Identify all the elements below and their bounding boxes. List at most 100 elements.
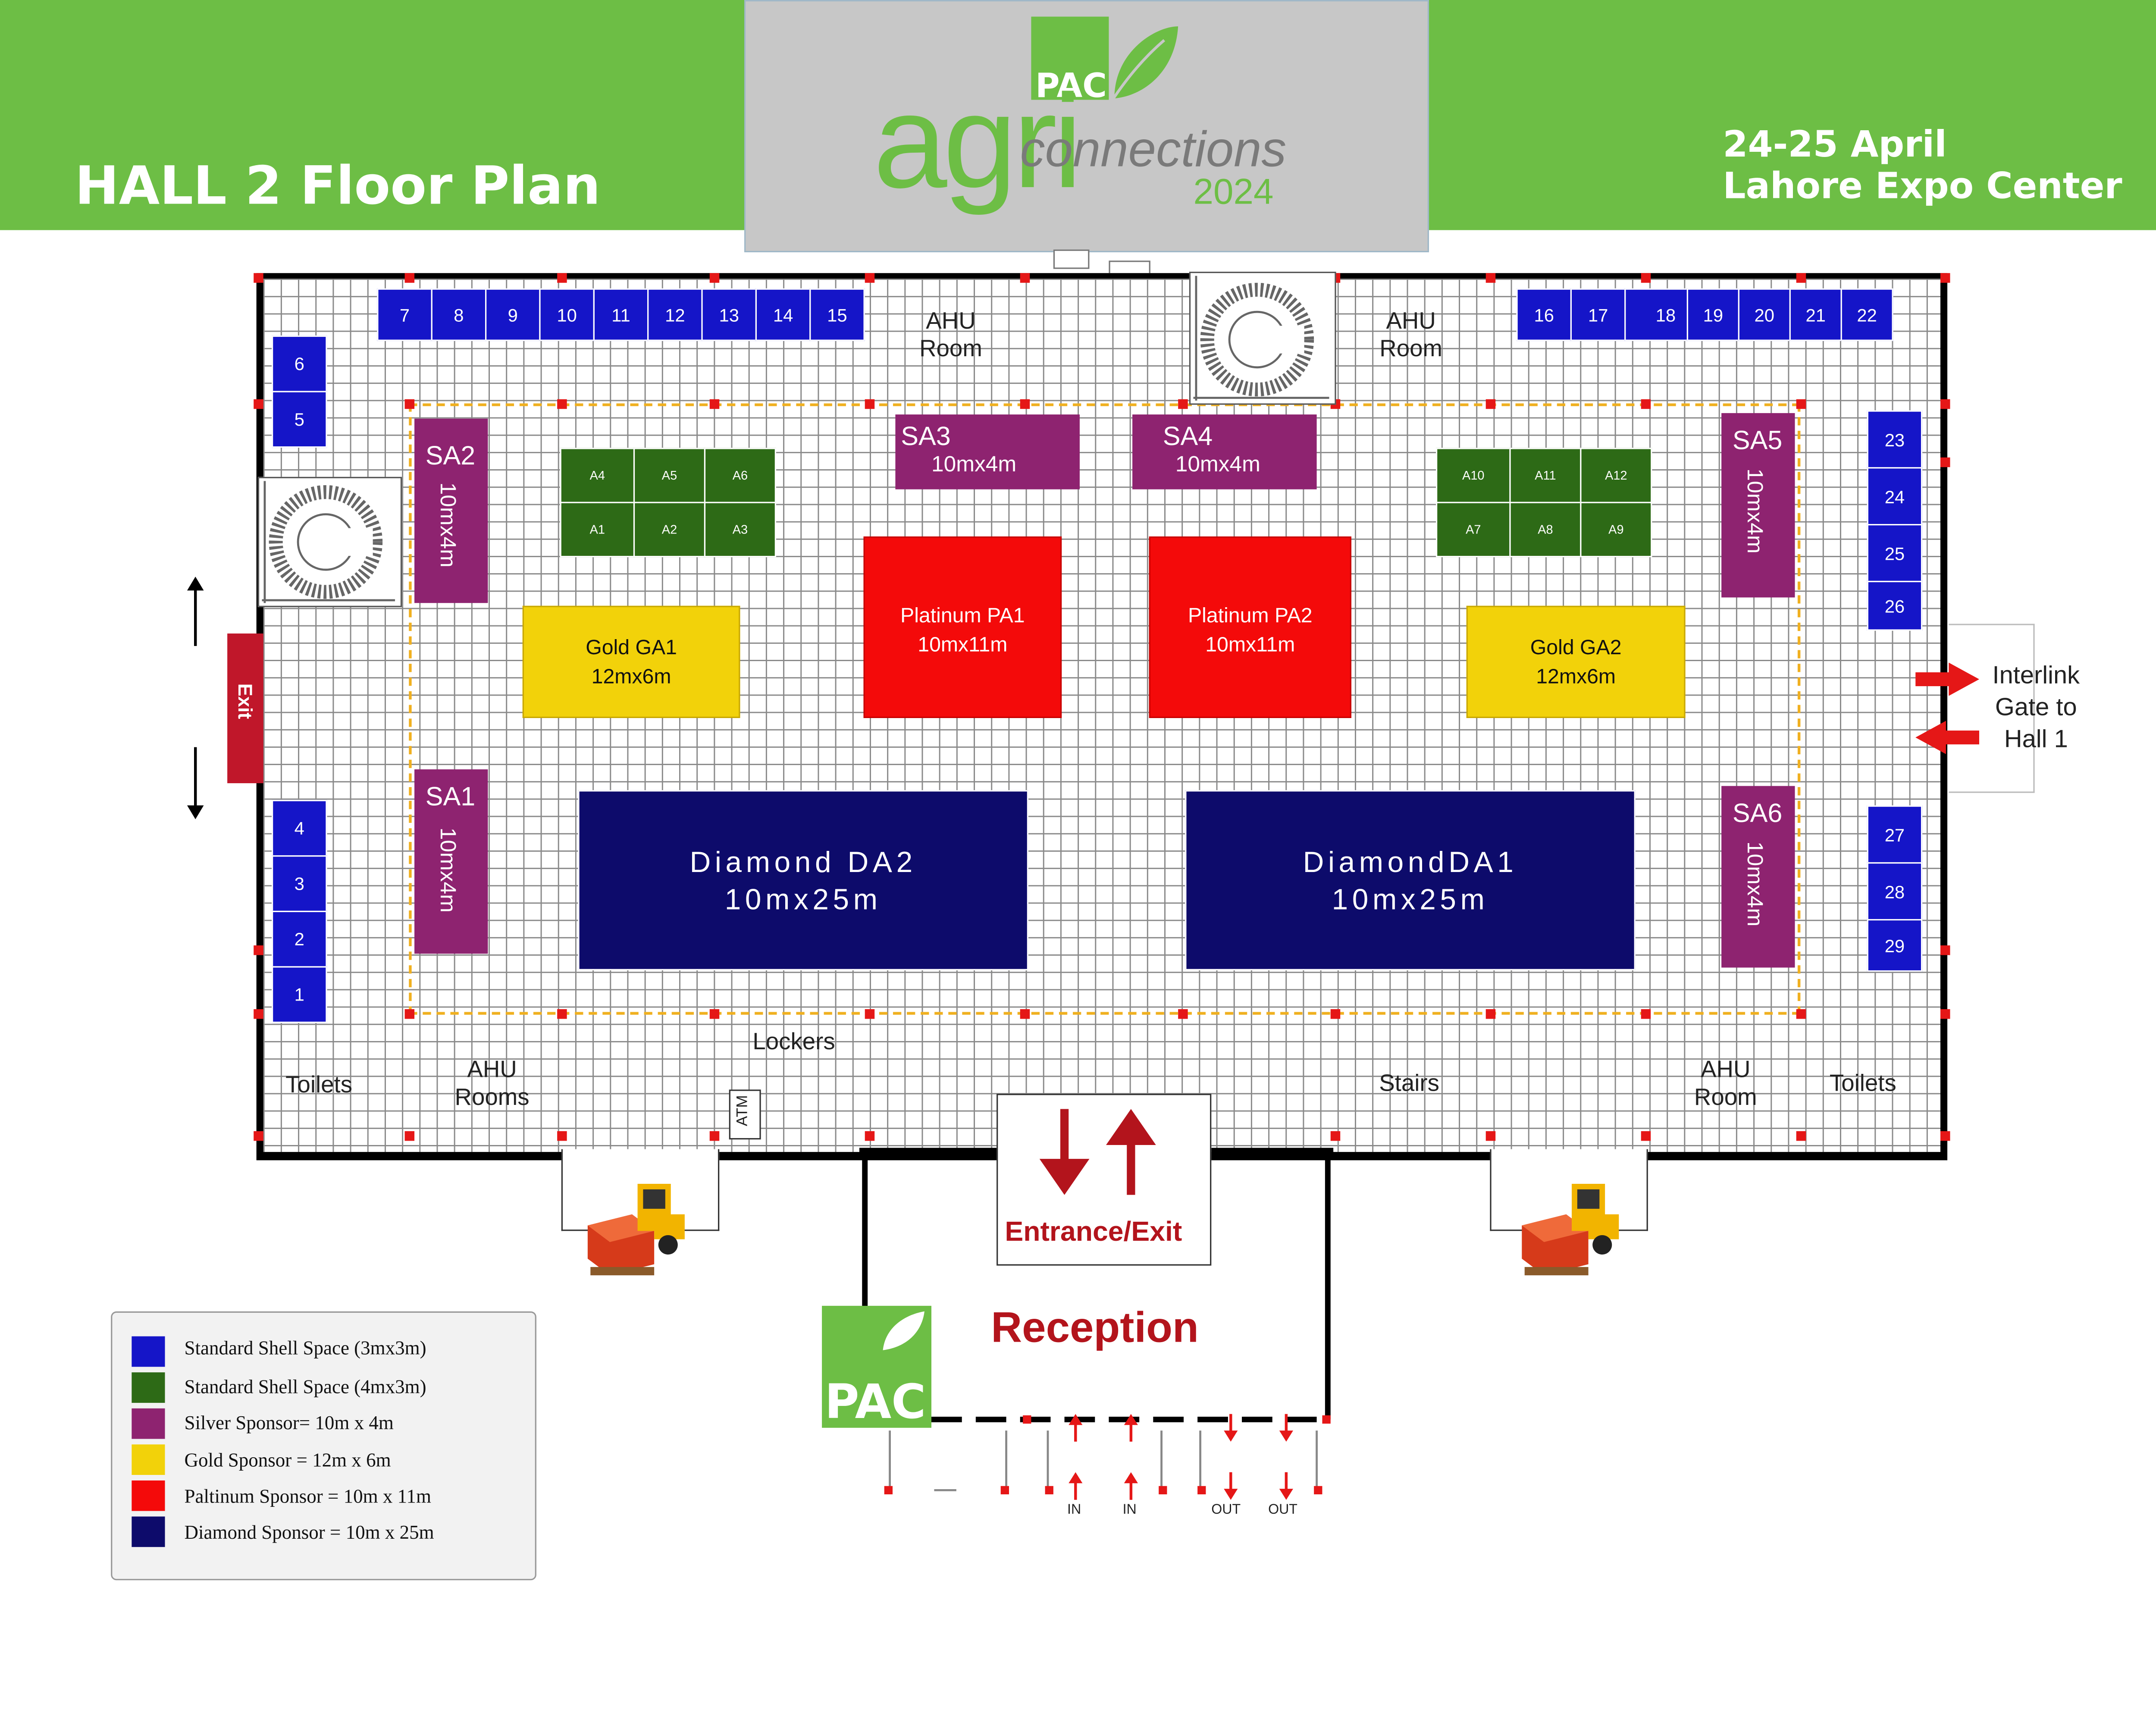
booth-10[interactable]: 10 (539, 288, 595, 341)
column-marker (1940, 273, 1950, 283)
interlink-gate[interactable] (1949, 624, 2035, 793)
page-title: HALL 2 Floor Plan (75, 155, 601, 216)
booth-16[interactable]: 16 (1516, 288, 1572, 341)
booth-name: Gold GA2 (1530, 635, 1622, 659)
column-marker (865, 273, 875, 283)
booth-14[interactable]: 14 (755, 288, 811, 341)
column-marker (1485, 1131, 1496, 1141)
lockers-label: Lockers (752, 1029, 835, 1055)
booth-id: SA6 (1732, 800, 1783, 829)
booth-2[interactable]: 2 (272, 910, 327, 968)
booth-1[interactable]: 1 (272, 966, 327, 1023)
booth-21[interactable]: 21 (1789, 288, 1842, 341)
booth-5[interactable]: 5 (272, 391, 327, 448)
booth-size: 10mx4m (931, 453, 1017, 477)
booth-A9[interactable]: A9 (1580, 502, 1652, 558)
booth-A1[interactable]: A1 (560, 502, 635, 558)
booth-27[interactable]: 27 (1867, 805, 1923, 864)
silver-booth-SA4[interactable]: SA4 10mx4m (1132, 414, 1317, 489)
booth-24[interactable]: 24 (1867, 467, 1923, 526)
booth-A8[interactable]: A8 (1509, 502, 1582, 558)
booth-15[interactable]: 15 (809, 288, 865, 341)
platinum-booth-PA2[interactable]: Platinum PA2 10mx11m (1149, 536, 1351, 718)
forklift-icon (1522, 1184, 1619, 1276)
logo-year: 2024 (1193, 170, 1274, 212)
column-marker (557, 1009, 567, 1019)
booth-28[interactable]: 28 (1867, 862, 1923, 921)
column-marker (1178, 399, 1188, 409)
silver-booth-SA1[interactable]: SA1 10mx4m (414, 769, 488, 954)
booth-12[interactable]: 12 (647, 288, 703, 341)
booth-23[interactable]: 23 (1867, 410, 1923, 469)
entrance-exit-door[interactable] (997, 1094, 1212, 1266)
booth-20[interactable]: 20 (1738, 288, 1791, 341)
booth-4[interactable]: 4 (272, 800, 327, 857)
booth-26[interactable]: 26 (1867, 580, 1923, 631)
column-marker (865, 1131, 875, 1141)
column-marker (1641, 273, 1651, 283)
atm-label: ATM (734, 1095, 752, 1126)
legend-swatch (132, 1372, 165, 1403)
column-marker (557, 273, 567, 283)
booth-22[interactable]: 22 (1840, 288, 1893, 341)
arrow-down-icon (187, 747, 204, 819)
booth-8[interactable]: 8 (431, 288, 487, 341)
ahu-room-label: AHU Room (919, 307, 982, 362)
column-marker (1796, 1009, 1806, 1019)
interlink-line-2: Gate to (1995, 693, 2077, 721)
booth-A4[interactable]: A4 (560, 448, 635, 503)
booth-9[interactable]: 9 (485, 288, 541, 341)
column-marker (865, 1009, 875, 1019)
column-marker (709, 273, 720, 283)
silver-booth-SA5[interactable]: SA5 10mx4m (1721, 413, 1795, 598)
reception-label: Reception (991, 1303, 1199, 1352)
column-marker (1020, 1009, 1030, 1019)
booth-id: SA1 (425, 783, 476, 813)
column-marker (1796, 273, 1806, 283)
booth-6[interactable]: 6 (272, 335, 327, 392)
booth-7[interactable]: 7 (377, 288, 432, 341)
silver-booth-SA3[interactable]: SA3 10mx4m (895, 414, 1080, 489)
booth-name: Platinum PA2 (1188, 604, 1313, 628)
booth-29[interactable]: 29 (1867, 919, 1923, 972)
booth-18[interactable]: 18 (1624, 288, 1689, 341)
gold-booth-GA1[interactable]: Gold GA1 12mx6m (522, 605, 740, 718)
booth-A12[interactable]: A12 (1580, 448, 1652, 503)
booth-A6[interactable]: A6 (704, 448, 777, 503)
column-marker (404, 273, 415, 283)
pac-logo-square: PAC (822, 1305, 932, 1431)
atm[interactable]: ATM (729, 1089, 761, 1140)
booth-A2[interactable]: A2 (633, 502, 706, 558)
booth-25[interactable]: 25 (1867, 524, 1923, 583)
column-marker (1178, 1009, 1188, 1019)
gate-in-label: IN (1122, 1503, 1137, 1518)
booth-11[interactable]: 11 (593, 288, 649, 341)
diamond-booth-DA1[interactable]: DiamondDA1 10mx25m (1185, 790, 1636, 971)
booth-A7[interactable]: A7 (1436, 502, 1511, 558)
booth-A10[interactable]: A10 (1436, 448, 1511, 503)
booth-3[interactable]: 3 (272, 855, 327, 913)
diamond-booth-DA2[interactable]: Diamond DA2 10mx25m (578, 790, 1029, 971)
column-marker (1485, 273, 1496, 283)
arrow-down-icon (1224, 1472, 1238, 1500)
gold-booth-GA2[interactable]: Gold GA2 12mx6m (1466, 605, 1686, 718)
booth-A5[interactable]: A5 (633, 448, 706, 503)
booth-17[interactable]: 17 (1570, 288, 1626, 341)
platinum-booth-PA1[interactable]: Platinum PA1 10mx11m (863, 536, 1062, 718)
booth-A3[interactable]: A3 (704, 502, 777, 558)
exit-door[interactable]: Exit (227, 633, 263, 784)
column-marker (1940, 399, 1950, 409)
column-marker (404, 399, 415, 409)
booth-A11[interactable]: A11 (1509, 448, 1582, 503)
silver-booth-SA2[interactable]: SA2 10mx4m (414, 418, 488, 603)
legend-swatch (132, 1336, 165, 1367)
booth-size: 10mx4m (435, 482, 459, 568)
booth-13[interactable]: 13 (701, 288, 757, 341)
toilets-label: Toilets (1829, 1070, 1896, 1097)
column-marker (1485, 399, 1496, 409)
silver-booth-SA6[interactable]: SA6 10mx4m (1721, 786, 1795, 968)
column-marker (1330, 1131, 1341, 1141)
column-marker (1796, 1131, 1806, 1141)
legend-label: Standard Shell Space (3mx3m) (184, 1339, 426, 1360)
booth-19[interactable]: 19 (1686, 288, 1739, 341)
